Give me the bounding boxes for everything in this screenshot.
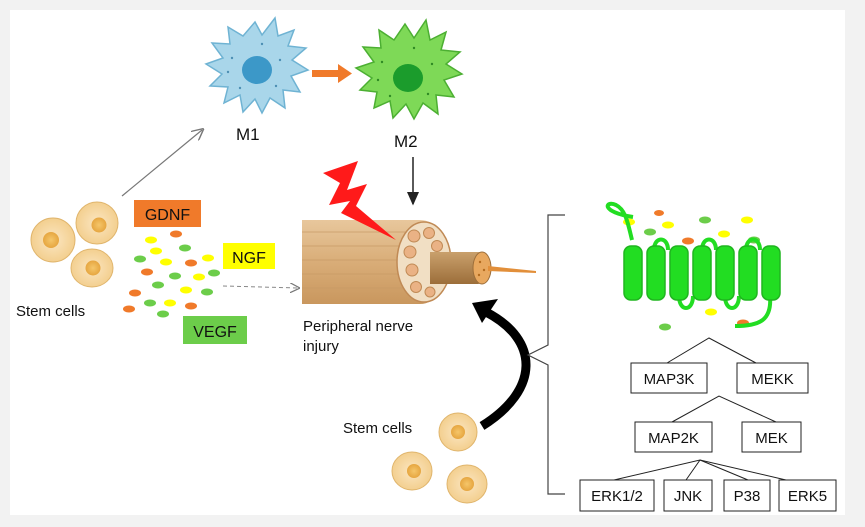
stem-to-m1-arrow (121, 130, 202, 197)
pathway-node-map2k: MAP2K (634, 421, 713, 453)
pathway-node-mekk: MEKK (736, 362, 809, 394)
m1-label: M1 (236, 125, 260, 144)
svg-text:ERK5: ERK5 (788, 488, 827, 505)
left-stem-cell-cluster (30, 201, 119, 288)
nerve-label-line1: Peripheral nerve (303, 318, 413, 335)
m2-label: M2 (394, 132, 418, 151)
stem-to-nerve-curved-arrow (479, 308, 531, 430)
pathway-bracket (526, 214, 565, 495)
m2-macrophage (354, 18, 464, 121)
stem-cell (391, 451, 433, 491)
nerve-bundle (302, 220, 536, 304)
svg-text:P38: P38 (734, 488, 761, 505)
gdnf-label: GDNF (145, 207, 191, 224)
pathway-connectors (613, 337, 787, 481)
stem-cell (446, 464, 488, 504)
secreted-factor-dots (123, 230, 220, 318)
injury-lightning-icon (323, 161, 396, 240)
svg-text:MEK: MEK (755, 430, 788, 447)
pathway-node-mek: MEK (741, 421, 802, 453)
pathway-node-erk5: ERK5 (778, 479, 837, 512)
stem-cell (75, 201, 119, 245)
stem-cell (70, 248, 114, 288)
pathway-node-erk12: ERK1/2 (579, 479, 655, 512)
svg-text:MAP2K: MAP2K (648, 430, 699, 447)
stem-cell (438, 412, 478, 452)
vegf-label: VEGF (193, 324, 237, 341)
bottom-stem-cell-cluster (391, 412, 488, 504)
ngf-label: NGF (232, 250, 266, 267)
m1-macrophage (204, 16, 310, 115)
nerve-label-line2: injury (303, 338, 339, 355)
polarization-arrow (312, 64, 352, 83)
svg-text:MAP3K: MAP3K (644, 371, 695, 388)
stem-cell (30, 217, 76, 263)
gdnf-tag: GDNF (134, 200, 201, 227)
left-stem-cells-label: Stem cells (16, 303, 85, 320)
bottom-stem-cells-label: Stem cells (343, 420, 412, 437)
svg-text:MEKK: MEKK (751, 371, 794, 388)
vegf-tag: VEGF (183, 316, 247, 344)
svg-text:ERK1/2: ERK1/2 (591, 488, 643, 505)
receptor-protein (605, 201, 781, 328)
factors-to-nerve-arrow (222, 286, 298, 288)
svg-text:JNK: JNK (674, 488, 702, 505)
pathway-node-map3k: MAP3K (630, 362, 708, 394)
pathway-node-jnk: JNK (663, 479, 713, 512)
curved-arrow-head (472, 299, 498, 323)
ngf-tag: NGF (223, 243, 275, 269)
pathway-node-p38: P38 (723, 479, 771, 512)
